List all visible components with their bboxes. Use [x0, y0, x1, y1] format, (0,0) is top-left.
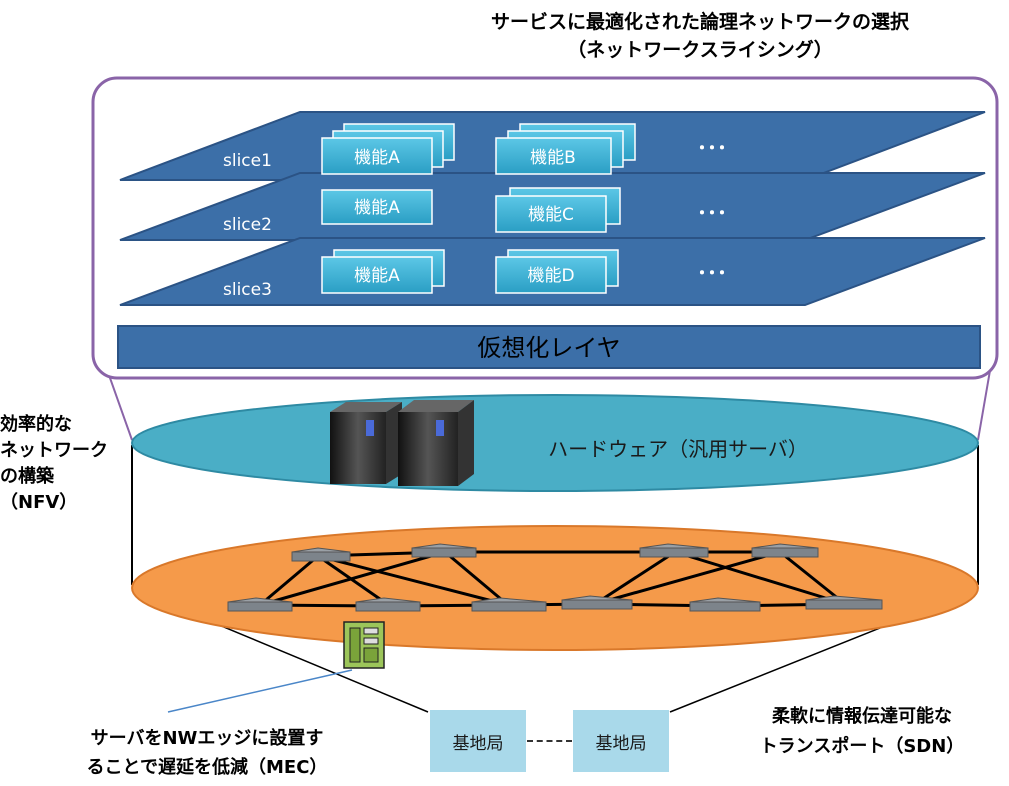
switch-icon — [227, 601, 293, 612]
slice-3-func-1-label: 機能A — [354, 266, 400, 286]
slice-2-more: ･･･ — [697, 201, 727, 225]
slice-3-label: slice3 — [223, 280, 272, 300]
slice-3-func-a-stack — [321, 249, 445, 294]
slice-2-label: slice2 — [223, 215, 272, 235]
slice-2-func-1-label: 機能A — [354, 198, 400, 218]
server-tower-icon — [398, 400, 474, 486]
slice-2-func-c-stack — [495, 187, 621, 233]
switch-icon — [291, 551, 351, 562]
slice-1-func-a-stack — [321, 123, 455, 175]
title-line-1: サービスに最適化された論理ネットワークの選択 — [490, 11, 909, 33]
switch-icon — [355, 601, 421, 612]
edge-server-icon — [343, 621, 385, 669]
nfv-caption: 効率的な ネットワーク の構築 （NFV） — [0, 412, 108, 516]
switch-icon — [689, 601, 761, 612]
virtualization-layer-bar — [117, 325, 981, 369]
hardware-label: ハードウェア（汎用サーバ） — [548, 437, 808, 461]
mec-line-1: サーバをNWエッジに設置す — [90, 728, 324, 749]
slice-1-func-b-stack — [495, 123, 636, 175]
transport-layer-disk — [131, 525, 979, 651]
sdn-line-1: 柔軟に情報伝達可能な — [772, 706, 952, 727]
slice-2-func-a-stack — [321, 189, 433, 225]
diagram-title: サービスに最適化された論理ネットワークの選択 （ネットワークスライシング） — [400, 8, 1000, 64]
nfv-line-1: 効率的な — [0, 414, 72, 435]
base-station-link — [527, 740, 572, 742]
slice-3-func-2-label: 機能D — [527, 266, 574, 286]
network-switches — [227, 543, 883, 612]
title-line-2: （ネットワークスライシング） — [567, 39, 833, 61]
slice-1-more: ･･･ — [697, 136, 727, 160]
base-station-2: 基地局 — [573, 710, 669, 772]
virtualization-layer-label: 仮想化レイヤ — [477, 334, 620, 362]
slice-3-more: ･･･ — [697, 261, 727, 285]
switch-icon — [639, 547, 709, 558]
slice-2-func-2-label: 機能C — [528, 205, 574, 225]
switch-icon — [561, 599, 633, 610]
mec-callout-line — [167, 669, 353, 713]
mec-line-2: ることで遅延を低減（MEC） — [86, 757, 328, 778]
switch-icon — [805, 599, 883, 610]
slice-1-func-1-label: 機能A — [354, 148, 400, 168]
server-tower-icon — [330, 402, 402, 484]
switch-icon — [751, 547, 819, 558]
nfv-line-3: の構築 — [0, 466, 54, 487]
mec-caption: サーバをNWエッジに設置す ることで遅延を低減（MEC） — [42, 724, 372, 782]
slice-3-func-d-stack — [495, 249, 619, 294]
sdn-caption: 柔軟に情報伝達可能な トランスポート（SDN） — [712, 702, 1009, 762]
slice-1-func-2-label: 機能B — [530, 148, 576, 168]
sdn-line-2: トランスポート（SDN） — [759, 736, 965, 757]
slice-1-label: slice1 — [223, 151, 272, 171]
switch-icon — [411, 547, 477, 558]
nfv-line-4: （NFV） — [0, 492, 78, 513]
base-station-1: 基地局 — [430, 710, 526, 772]
nfv-line-2: ネットワーク — [0, 440, 108, 461]
switch-icon — [471, 601, 547, 612]
